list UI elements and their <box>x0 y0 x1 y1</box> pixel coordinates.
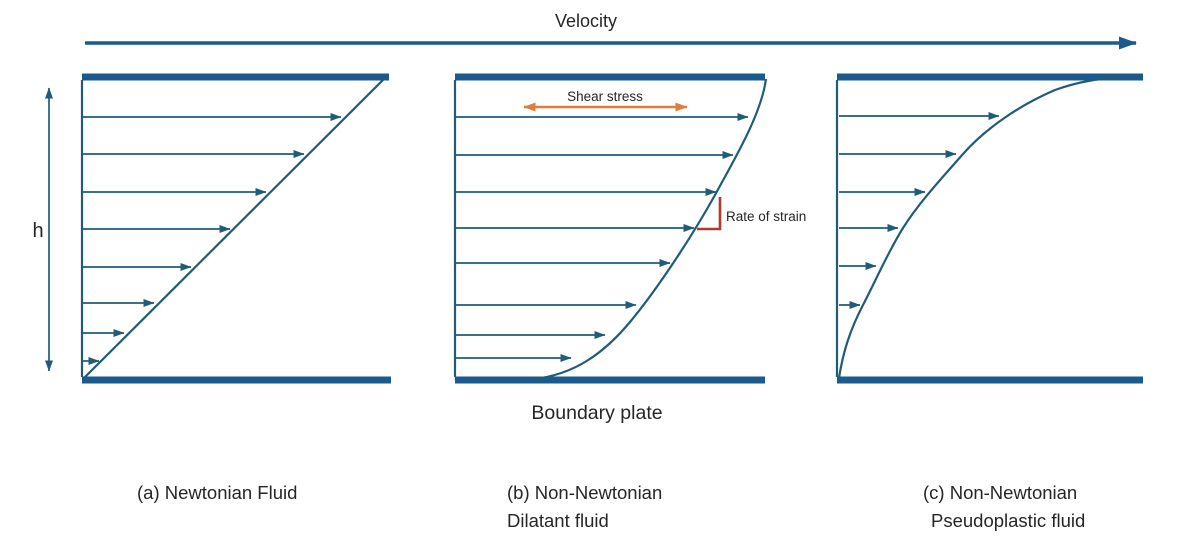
velocity-axis: Velocity <box>85 11 1137 50</box>
rate-of-strain-angle-marker <box>697 197 722 231</box>
caption-panel-c-line1: (c) Non-Newtonian <box>923 482 1077 503</box>
velocity-label: Velocity <box>555 11 617 31</box>
concave-velocity-profile <box>837 76 1123 379</box>
rate-of-strain-label: Rate of strain <box>726 209 806 224</box>
linear-velocity-profile <box>82 77 386 380</box>
panel-pseudoplastic <box>835 73 1143 384</box>
convex-velocity-profile <box>532 78 768 381</box>
boundary-plate-label: Boundary plate <box>531 402 662 424</box>
caption-panel-b-line2: Dilatant fluid <box>507 510 609 531</box>
caption-panel-a: (a) Newtonian Fluid <box>137 482 297 503</box>
panel-newtonian <box>80 73 391 384</box>
height-dimension: h <box>32 87 53 372</box>
captions: (a) Newtonian Fluid (b) Non-Newtonian Di… <box>137 482 1085 531</box>
panel-dilatant: Shear stress Rate of strain <box>453 73 806 384</box>
height-label: h <box>32 220 43 242</box>
caption-panel-c-line2: Pseudoplastic fluid <box>931 510 1085 531</box>
shear-stress-label: Shear stress <box>567 89 643 104</box>
caption-panel-b-line1: (b) Non-Newtonian <box>507 482 662 503</box>
